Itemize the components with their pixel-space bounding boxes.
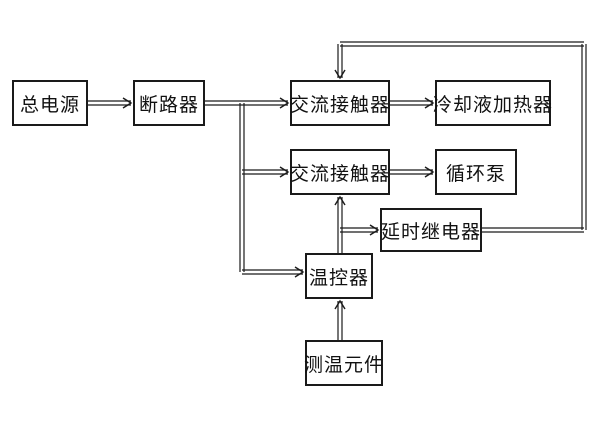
- arrow-to-temp-controller-from-sensor: [334, 299, 346, 310]
- arrow-to-heater: [424, 97, 435, 109]
- block-temperature-sensor: 测温元件: [304, 340, 383, 386]
- block-circuit-breaker: 断路器: [133, 80, 205, 126]
- arrow-to-pump: [424, 166, 435, 178]
- block-ac-contactor-middle: 交流接触器: [290, 149, 390, 195]
- block-main-power: 总电源: [12, 80, 88, 126]
- arrow-to-relay: [369, 224, 380, 236]
- arrow-to-contactor-top: [279, 97, 290, 109]
- arrow-to-temp-controller: [294, 266, 305, 278]
- block-temperature-controller: 温控器: [305, 253, 373, 299]
- arrow-power-to-breaker: [122, 97, 133, 109]
- block-ac-contactor-top: 交流接触器: [290, 80, 390, 126]
- arrow-to-contactor-middle: [279, 166, 290, 178]
- block-coolant-heater: 冷却液加热器: [433, 80, 552, 126]
- arrow-to-contactor-top-from-relay: [334, 69, 346, 80]
- arrow-to-contactor-middle-from-controller: [334, 195, 346, 206]
- block-circulation-pump: 循环泵: [435, 149, 517, 195]
- block-time-delay-relay: 延时继电器: [380, 208, 482, 252]
